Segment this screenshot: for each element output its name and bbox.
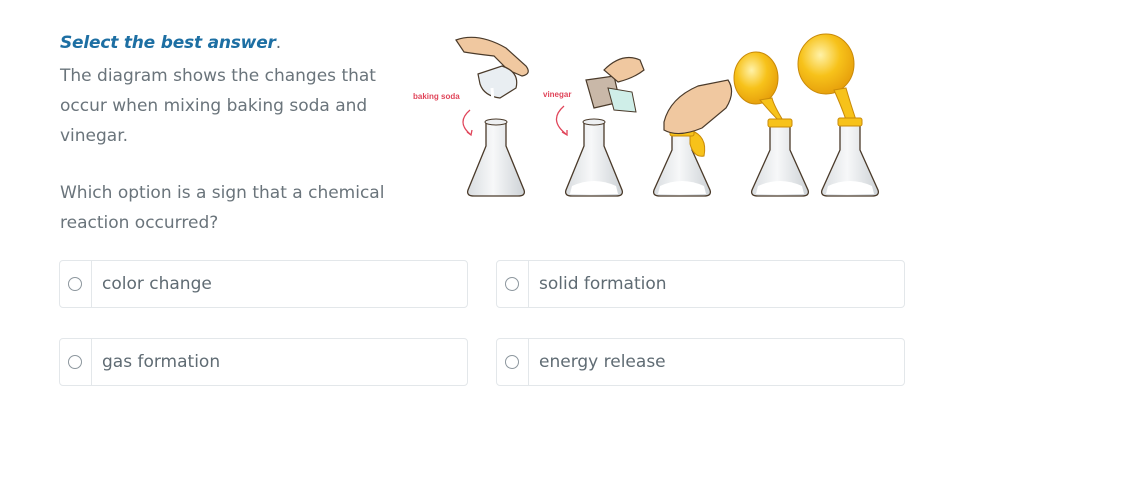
hand-pouring-vinegar: vinegar bbox=[543, 57, 645, 137]
vinegar-label: vinegar bbox=[543, 90, 571, 99]
option-label: color change bbox=[102, 274, 212, 294]
flask-4 bbox=[733, 51, 810, 197]
flask-2 bbox=[564, 118, 624, 197]
option-radio-cell bbox=[60, 261, 92, 307]
option-radio-cell bbox=[497, 339, 529, 385]
option-radio-cell bbox=[497, 261, 529, 307]
option-radio-cell bbox=[60, 339, 92, 385]
flask-1 bbox=[466, 118, 526, 197]
question-text: Which option is a sign that a chemical r… bbox=[60, 183, 385, 233]
instruction-period: . bbox=[275, 33, 281, 53]
option-solid-formation[interactable]: solid formation bbox=[496, 260, 905, 308]
option-color-change[interactable]: color change bbox=[59, 260, 468, 308]
option-energy-release[interactable]: energy release bbox=[496, 338, 905, 386]
baking-soda-label: baking soda bbox=[413, 92, 460, 101]
radio-button[interactable] bbox=[68, 355, 82, 369]
flask-5 bbox=[797, 33, 880, 197]
question-prompt: The diagram shows the changes that occur… bbox=[60, 66, 376, 146]
instruction-text: Select the best answer. bbox=[60, 33, 281, 53]
option-label: energy release bbox=[539, 352, 666, 372]
option-gas-formation[interactable]: gas formation bbox=[59, 338, 468, 386]
radio-button[interactable] bbox=[505, 277, 519, 291]
option-label: gas formation bbox=[102, 352, 221, 372]
reaction-diagram: baking soda vinegar bbox=[413, 33, 880, 197]
option-label: solid formation bbox=[539, 274, 667, 294]
instruction-label: Select the best answer bbox=[60, 33, 276, 53]
radio-button[interactable] bbox=[505, 355, 519, 369]
hand-pouring-baking-soda: baking soda bbox=[413, 36, 529, 137]
radio-button[interactable] bbox=[68, 277, 82, 291]
flask-3 bbox=[652, 79, 733, 197]
